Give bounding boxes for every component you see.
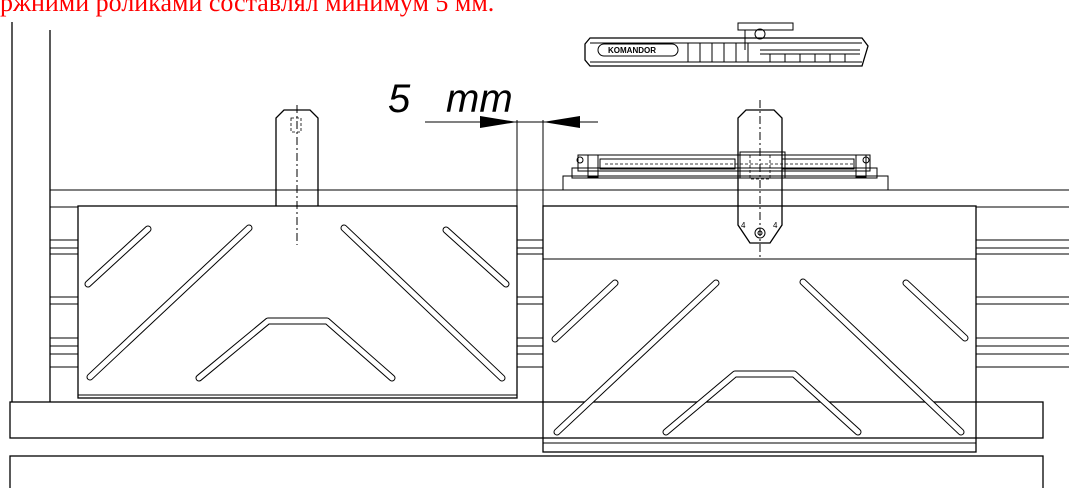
left-frame-post xyxy=(11,22,51,402)
mark-left: 4 xyxy=(741,221,746,230)
dimension-unit: mm xyxy=(446,77,513,121)
dimension-value: 5 xyxy=(388,77,411,121)
bottom-track xyxy=(9,401,1044,488)
gap-dimension: 5 mm xyxy=(388,77,598,206)
left-panel-slots xyxy=(84,224,510,382)
horizontal-rails xyxy=(50,189,1069,368)
mark-right: 4 xyxy=(773,221,778,230)
carriage-profile-detail: KOMANDOR xyxy=(584,22,869,67)
brand-label: KOMANDOR xyxy=(608,46,656,55)
dimension-arrow-right xyxy=(543,116,580,128)
left-door-panel xyxy=(77,105,518,399)
right-door-panel: 4 4 xyxy=(542,100,977,453)
dimension-arrow-left xyxy=(480,116,517,128)
right-panel-slots xyxy=(551,278,969,436)
caption-text: ржними роликами составлял минимум 5 мм. xyxy=(0,0,495,17)
left-top-roller xyxy=(275,105,319,245)
top-guide-mechanism xyxy=(562,151,889,191)
right-top-roller: 4 4 xyxy=(737,100,783,260)
